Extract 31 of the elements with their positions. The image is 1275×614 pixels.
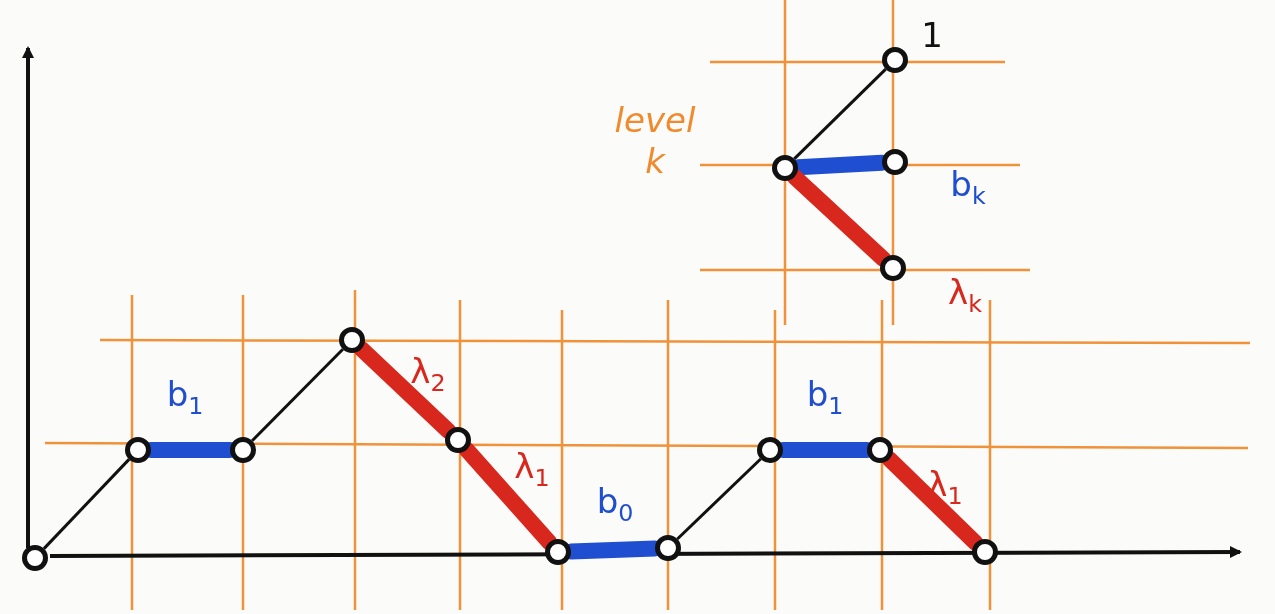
path-vertex [230, 437, 256, 463]
path-vertex [125, 437, 151, 463]
path-vertex [972, 539, 998, 565]
level-label: level k [613, 100, 697, 182]
edge-label: b$_{1}$ [806, 377, 844, 419]
path-segment [793, 68, 887, 160]
path-vertex [867, 437, 893, 463]
edge-label: b$_{1}$ [166, 377, 204, 419]
edge-label: λ$_{2}$ [410, 354, 446, 396]
thick-segment [353, 340, 457, 440]
thick-segment [458, 441, 558, 551]
edge-label: λ$_{k}$ [948, 275, 982, 317]
edge-label: 1 [921, 18, 943, 52]
path-vertex [757, 437, 783, 463]
path-vertex [880, 255, 906, 281]
path-segment [42, 458, 131, 550]
path-segment [251, 348, 344, 442]
path-vertex [882, 149, 908, 175]
edge-label: λ$_{1}$ [514, 449, 550, 491]
path-vertex [882, 47, 908, 73]
path-vertex [445, 427, 471, 453]
edge-label: b$_{k}$ [950, 167, 986, 209]
path-vertex [22, 545, 48, 571]
path-vertex [772, 155, 798, 181]
path-segment [676, 457, 762, 541]
edge-label: b$_{0}$ [596, 484, 634, 526]
thick-segment [881, 451, 984, 551]
path-vertex [339, 327, 365, 353]
thick-segment [786, 168, 892, 268]
path-vertex [545, 539, 571, 565]
path-vertex [655, 535, 681, 561]
